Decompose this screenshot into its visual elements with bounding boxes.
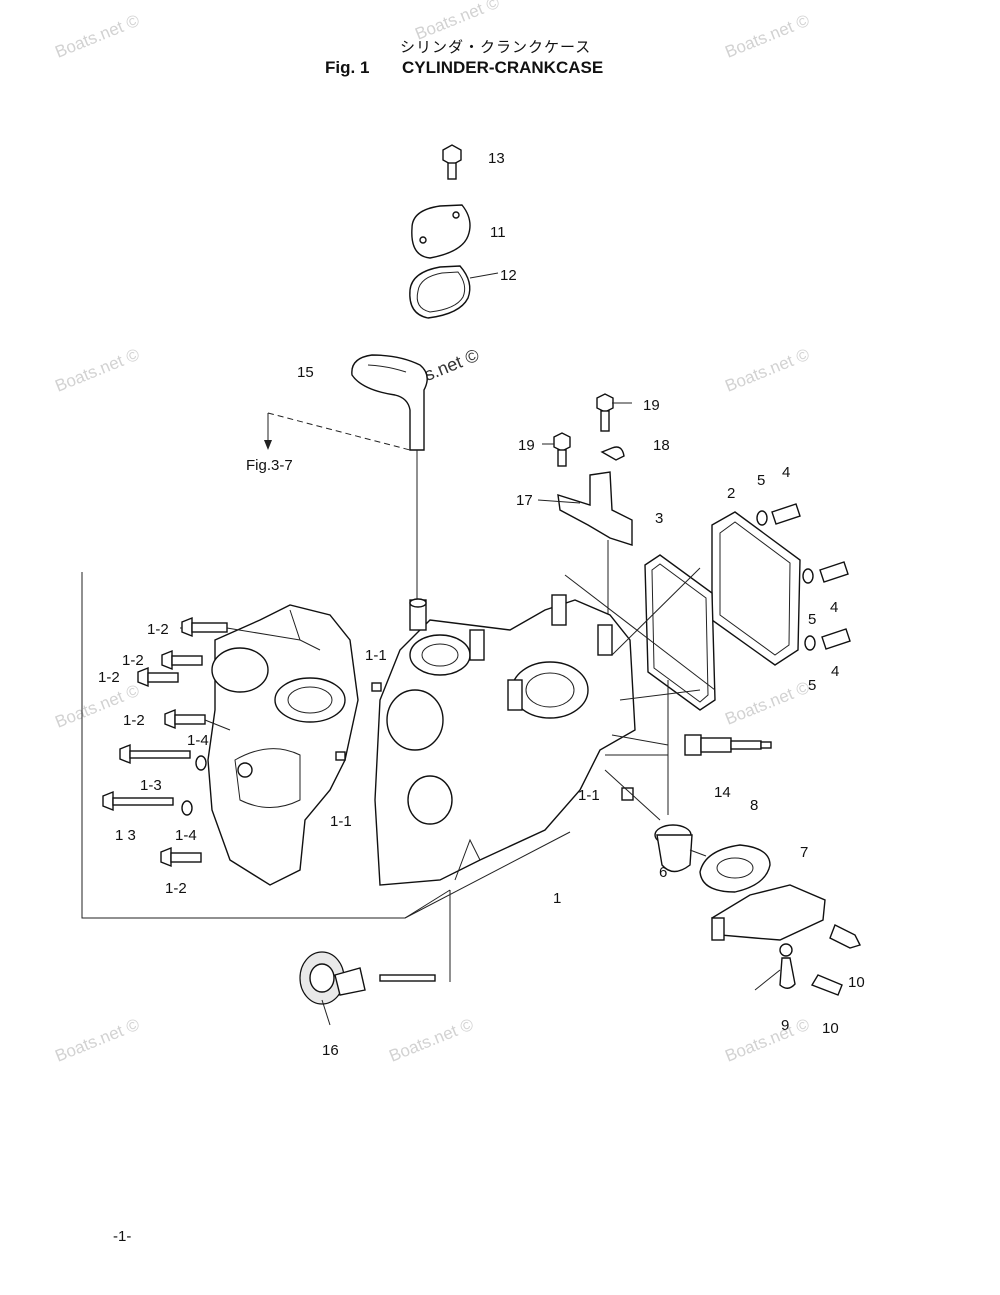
callout-1-2: 1-2 (122, 652, 144, 669)
callout-1-4: 1-4 (187, 732, 209, 749)
part-5-washer (804, 635, 816, 651)
part-19-bolt (553, 432, 571, 467)
title-en: CYLINDER-CRANKCASE (402, 58, 604, 77)
part-4-bolt (819, 561, 849, 583)
callout-1-4: 1-4 (175, 827, 197, 844)
part-16-gear (299, 951, 436, 1026)
watermark: Boats.net © (722, 345, 812, 396)
crankcase-main-block (374, 594, 636, 886)
part-1-2-bolt (181, 616, 228, 638)
page-number: -1- (113, 1228, 132, 1245)
part-4-bolt (821, 628, 851, 650)
part-1-1-dowel (621, 787, 634, 801)
callout-16: 16 (322, 1042, 339, 1059)
callout-1-1: 1-1 (578, 787, 600, 804)
watermark: Boats.net © (722, 1015, 812, 1066)
callout-19: 19 (643, 397, 660, 414)
callout-18: 18 (653, 437, 670, 454)
part-1-1-dowel (335, 751, 346, 761)
callout-1-2: 1-2 (123, 712, 145, 729)
watermark: Boats.net © (722, 678, 812, 729)
part-1-2-bolt (164, 708, 206, 730)
callout-7: 7 (800, 844, 808, 861)
callout-labels: 13 11 12 15 19 19 18 17 3 2 5 4 4 5 4 5 … (98, 150, 865, 1059)
part-4-bolt (771, 503, 801, 525)
part-5-washer (802, 568, 814, 584)
part-10-bolt (810, 974, 843, 996)
part-1-4-washer (181, 800, 193, 816)
callout-11: 11 (490, 224, 506, 241)
part-9-clip (779, 943, 796, 989)
part-2-gasket (711, 511, 801, 666)
part-1-4-washer (195, 755, 207, 771)
callout-9: 9 (781, 1017, 789, 1034)
watermark: Boats.net © (52, 11, 142, 62)
watermark: Boats.net © (52, 345, 142, 396)
part-1-2-bolt (161, 649, 203, 671)
callout-1-2: 1-2 (165, 880, 187, 897)
callout-3: 3 (655, 510, 663, 527)
callout-14: 14 (714, 784, 731, 801)
figure-number: Fig. 1 (325, 58, 370, 77)
callout-4: 4 (830, 599, 838, 616)
callout-2: 2 (727, 485, 735, 502)
callout-6: 6 (659, 864, 667, 881)
part-10-bolt (829, 924, 861, 949)
title-jp: シリンダ・クランクケース (400, 39, 592, 56)
callout-17: 17 (516, 492, 533, 509)
part-1-3-bolt (119, 743, 191, 765)
callout-1-3: 1-3 (140, 777, 162, 794)
part-1-2-bolt (137, 666, 179, 688)
part-19-bolt (596, 393, 614, 432)
callout-10: 10 (848, 974, 865, 991)
callout-1: 1 (553, 890, 561, 907)
callout-1-1: 1-1 (365, 647, 387, 664)
watermarks: Boats.net © Boats.net © Boats.net © Boat… (52, 0, 812, 1066)
watermark: Boats.net © (52, 1015, 142, 1066)
part-12-gasket (409, 265, 471, 319)
callout-1-1: 1-1 (330, 813, 352, 830)
watermark: Boats.net © (722, 11, 812, 62)
figure-reference: Fig.3-7 (246, 457, 293, 474)
callout-4: 4 (782, 464, 790, 481)
crankcase-left-half (207, 604, 359, 886)
callout-8: 8 (750, 797, 758, 814)
part-gasket-large (644, 554, 716, 711)
callout-19: 19 (518, 437, 535, 454)
part-8-gasket (699, 844, 771, 893)
part-6-thermostat (654, 824, 707, 873)
callout-4: 4 (831, 663, 839, 680)
part-1-3-bolt (102, 790, 174, 812)
callout-5: 5 (808, 677, 816, 694)
callout-12: 12 (500, 267, 517, 284)
part-13-bolt (442, 144, 462, 180)
callout-13: 13 (488, 150, 505, 167)
part-11-cover (411, 204, 471, 259)
callout-1-3: 1 3 (115, 827, 136, 844)
callout-15: 15 (297, 364, 314, 381)
watermark: Boats.net © (386, 1015, 476, 1066)
callout-1-2: 1-2 (98, 669, 120, 686)
part-18-clip (600, 446, 625, 461)
part-14-spark-plug (684, 734, 772, 756)
callout-5: 5 (757, 472, 765, 489)
callout-1-2: 1-2 (147, 621, 169, 638)
watermark: Boats.net © (412, 0, 502, 44)
callout-10: 10 (822, 1020, 839, 1037)
water-nipple (409, 598, 427, 631)
part-1-1-dowel (371, 682, 382, 692)
callout-5: 5 (808, 611, 816, 628)
part-7-cover (711, 884, 826, 941)
part-15-hose (351, 354, 428, 451)
part-1-2-bolt (160, 846, 202, 868)
part-5-washer (756, 510, 768, 526)
